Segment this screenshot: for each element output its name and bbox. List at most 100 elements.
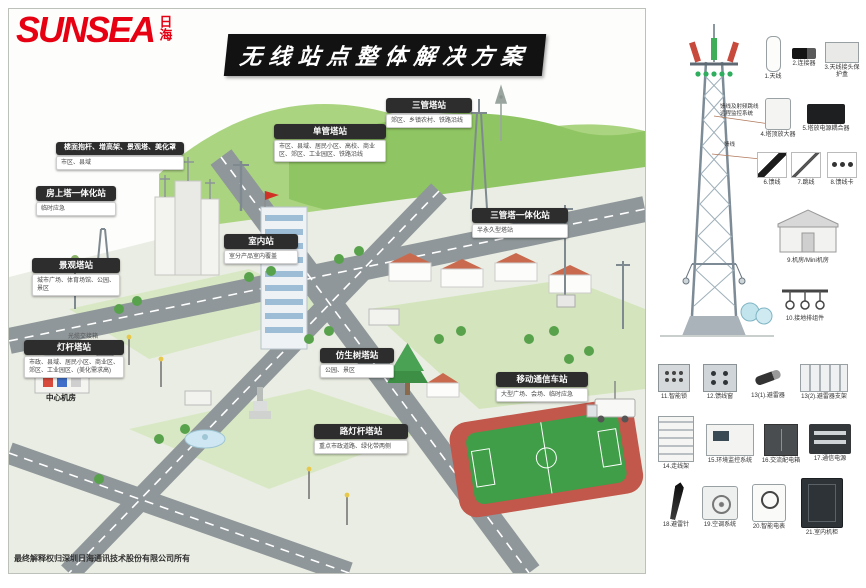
product-power-coupler: 5.塔放电源耦合器	[802, 104, 850, 133]
product-label: 3.天线接头保护盒	[824, 65, 860, 79]
product-shelter: 9.机房/Mini机房	[764, 206, 852, 265]
product-smart-lock: 11.智能锁	[654, 364, 694, 401]
callout-landscape-tower: 景观塔站 城市广场、体育场馆、公园、景区	[32, 258, 120, 296]
callout-three-tube-integrated: 三管塔一体化站 半永久型塔站	[472, 208, 568, 238]
callout-title: 移动通信车站	[496, 372, 588, 387]
brand-logo: SUNSEA 日海	[16, 9, 173, 50]
product-label: 15.环境监控系统	[707, 458, 753, 464]
tower-amplifier-icon	[765, 98, 791, 130]
product-jumper-cable: 7.跳线	[790, 152, 822, 187]
callout-title: 楼面抱杆、增高架、景观塔、美化罩	[56, 142, 184, 155]
copyright-text: 最终解释权归深圳日海通讯技术股份有限公司所有	[14, 554, 190, 563]
product-telecom-power: 17.通信电源	[806, 424, 854, 463]
product-label: 6.馈线	[763, 180, 781, 186]
telecom-power-icon	[809, 424, 851, 454]
product-label: 16.交流配电箱	[761, 458, 801, 464]
callout-rooftop-tower: 房上塔一体化站 临时应急	[36, 186, 116, 216]
product-label: 7.跳线	[797, 180, 815, 186]
tower-annotation: 馈线及射频跳线 远程监控系统	[720, 104, 768, 118]
grounding-bar-icon	[782, 289, 828, 310]
callout-monopole-tower: 单管塔站 市区、县域、居民小区、高校、商业区、郊区、工业园区、铁路沿线	[274, 124, 386, 162]
callout-desc: 室分产品室内覆盖	[224, 249, 298, 264]
fiber-box-label: 光缆交接箱	[68, 334, 99, 340]
product-lightning-rod: 18.避雷针	[658, 482, 694, 529]
product-antenna: 1.天线	[758, 36, 788, 81]
callout-light-pole-tower: 灯杆塔站 市政、县域、居民小区、商业区、郊区、工业园区、(美化需求高)	[24, 340, 124, 378]
product-tower-amplifier: 4.塔顶放大器	[760, 98, 796, 139]
product-label: 18.避雷针	[662, 522, 690, 528]
callout-desc: 公园、景区	[320, 363, 394, 378]
callout-title: 室内站	[224, 234, 298, 249]
meter-icon	[752, 484, 786, 522]
product-label: 20.智能电表	[752, 524, 786, 530]
callout-desc: 大型广场、会场、临时应急	[496, 387, 588, 402]
callout-title: 单管塔站	[274, 124, 386, 139]
product-feeder-cable: 6.馈线	[756, 152, 788, 187]
product-label: 17.通信电源	[813, 456, 847, 462]
callout-title: 路灯杆塔站	[314, 424, 408, 439]
product-label: 2.连接器	[792, 61, 816, 67]
product-label: 9.机房/Mini机房	[787, 258, 829, 264]
callout-desc: 市政、县域、居民小区、商业区、郊区、工业园区、(美化需求高)	[24, 355, 124, 378]
product-env-monitor: 15.环境监控系统	[704, 424, 756, 465]
product-arrester: 13(1).避雷器	[746, 364, 790, 400]
center-room-label: 中心机房	[46, 393, 76, 402]
product-feeder-clamp: 8.馈线卡	[824, 152, 860, 187]
annotation-line: 馈线及射频跳线	[720, 104, 759, 110]
callout-desc: 郊区、乡镇农村、铁路沿线	[386, 113, 472, 128]
cable-ladder-icon	[658, 416, 694, 462]
product-ac-distribution: 16.交流配电箱	[760, 424, 802, 465]
product-protection-box: 3.天线接头保护盒	[822, 42, 862, 79]
product-label: 1.天线	[764, 74, 782, 80]
env-monitor-icon	[706, 424, 754, 456]
callout-roof-pole: 楼面抱杆、增高架、景观塔、美化罩 市区、县域	[56, 142, 184, 170]
connector-icon	[792, 48, 816, 59]
callout-title: 灯杆塔站	[24, 340, 124, 355]
product-label: 14.走线架	[662, 464, 690, 470]
jumper-cable-icon	[791, 152, 821, 178]
brand-name: SUNSEA	[16, 9, 156, 50]
product-air-conditioner: 19.空调系统	[698, 486, 742, 529]
poster-title: 无线站点整体解决方案	[223, 34, 547, 76]
lightning-rod-icon	[668, 481, 685, 520]
callout-three-tube-tower: 三管塔站 郊区、乡镇农村、铁路沿线	[386, 98, 472, 128]
ac-distribution-icon	[764, 424, 798, 456]
product-feeder-window: 12.馈线窗	[700, 364, 740, 401]
power-coupler-icon	[807, 104, 845, 124]
callout-desc: 城市广场、体育场馆、公园、景区	[32, 273, 120, 296]
callout-mobile-comms-vehicle: 移动通信车站 大型广场、会场、临时应急	[496, 372, 588, 402]
protection-box-icon	[825, 42, 859, 63]
brand-name-cn: 日海	[157, 15, 173, 41]
product-arrester-bracket: 13(2).避雷器支架	[794, 364, 854, 401]
product-label: 13(1).避雷器	[751, 393, 785, 399]
callout-desc: 重点市政道路、绿化带两侧	[314, 439, 408, 454]
callout-title: 房上塔一体化站	[36, 186, 116, 201]
callout-desc: 半永久型塔站	[472, 223, 568, 238]
product-label: 12.馈线窗	[706, 394, 734, 400]
callout-title: 景观塔站	[32, 258, 120, 273]
product-label: 21.室内机柜	[805, 530, 839, 536]
callout-desc: 市区、县域、居民小区、高校、商业区、郊区、工业园区、铁路沿线	[274, 139, 386, 162]
annotation-line: 远程监控系统	[720, 111, 754, 118]
product-label: 8.馈线卡	[830, 180, 854, 186]
product-label: 11.智能锁	[661, 394, 687, 400]
product-label: 19.空调系统	[703, 522, 737, 528]
callout-indoor-site: 室内站 室分产品室内覆盖	[224, 234, 298, 264]
illustration-frame	[8, 8, 646, 574]
antenna-icon	[765, 36, 781, 72]
smart-lock-icon	[658, 364, 690, 392]
callout-desc: 临时应急	[36, 201, 116, 216]
product-label: 10.接地排组件	[785, 316, 825, 322]
feeder-cable-icon	[757, 152, 787, 178]
product-label: 5.塔放电源耦合器	[802, 126, 850, 132]
tower-illustration	[660, 24, 774, 337]
product-label: 13(2).避雷器支架	[801, 394, 847, 400]
product-connector: 2.连接器	[788, 48, 820, 68]
indoor-cabinet-icon	[801, 478, 843, 528]
product-meter: 20.智能电表	[748, 484, 790, 531]
scene-illustration	[9, 9, 645, 573]
callout-desc: 市区、县域	[56, 155, 184, 170]
product-cable-ladder: 14.走线架	[654, 416, 698, 471]
feeder-annotation: 馈线	[724, 142, 736, 148]
